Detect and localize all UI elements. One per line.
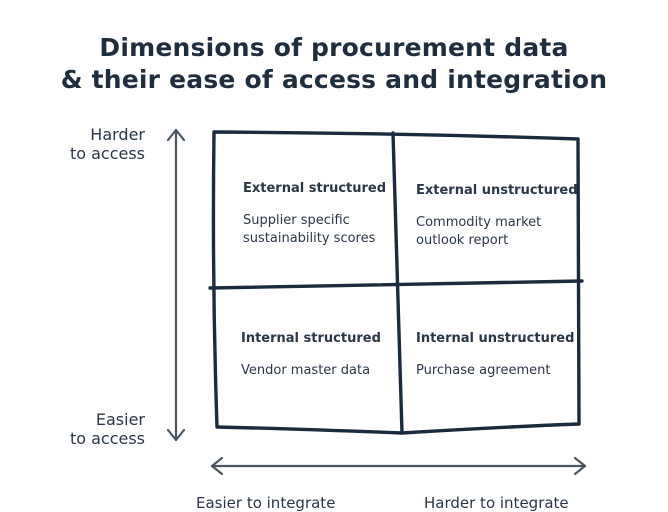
quadrant-internal-structured: Internal structured Vendor master data [241,331,381,380]
vertical-axis-arrow [166,128,186,442]
y-axis-top-label-line-1: Harder [90,125,145,144]
x-axis-left-label: Easier to integrate [196,494,336,512]
quadrant-heading: External unstructured [416,183,578,198]
quadrant-heading: Internal unstructured [416,331,575,346]
grid-horizontal-divider [208,279,584,290]
quadrant-example: Purchase agreement [416,362,574,380]
y-axis-bottom-label-line-2: to access [69,429,145,448]
y-axis-bottom-label-line-1: Easier [95,410,145,429]
grid-outer-border [211,130,581,435]
diagram-title-line-1: Dimensions of procurement data [99,33,569,62]
grid-vertical-divider [391,131,404,435]
diagram-title-line-2: & their ease of access and integration [60,65,608,94]
quadrant-example-line: sustainability scores [243,231,376,246]
quadrant-heading: External structured [243,181,387,196]
quadrant-example: Supplier specific sustainability scores [243,212,386,248]
y-axis-top-label: Harder to access [0,125,145,163]
x-axis-right-label: Harder to integrate [424,494,569,512]
quadrant-example: Vendor master data [241,362,381,380]
quadrant-example-line: Vendor master data [241,363,371,378]
horizontal-axis-arrow [210,456,587,476]
quadrant-external-unstructured: External unstructured Commodity market o… [416,183,578,250]
quadrant-heading: Internal structured [241,331,381,346]
y-axis-bottom-label: Easier to access [0,410,145,448]
quadrant-example-line: Commodity market [416,215,542,230]
quadrant-external-structured: External structured Supplier specific su… [243,181,386,248]
quadrant-example: Commodity market outlook report [416,214,578,250]
quadrant-example-line: Supplier specific [243,213,350,228]
quadrant-grid [208,130,584,435]
quadrant-example-line: Purchase agreement [416,363,551,378]
y-axis-top-label-line-2: to access [69,144,145,163]
quadrant-internal-unstructured: Internal unstructured Purchase agreement [416,331,574,380]
quadrant-example-line: outlook report [416,233,509,248]
